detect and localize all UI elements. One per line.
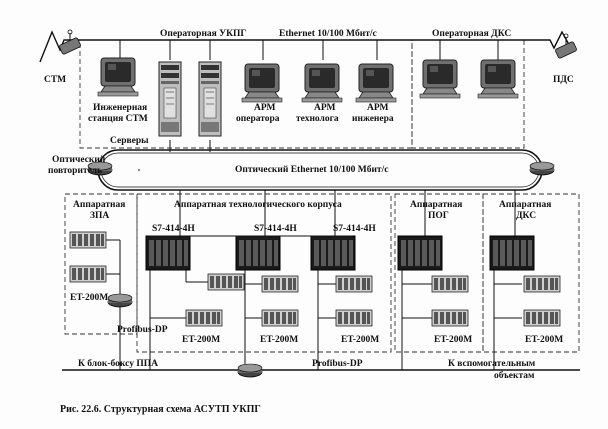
dks-room-label-2: ДКС (516, 211, 536, 221)
arm-technologist-monitor (301, 63, 343, 103)
operator-ukpg-label: Операторная УКПГ (160, 29, 246, 39)
et-zpa-label: ET-200M (70, 293, 108, 303)
zpa-devices (69, 231, 133, 370)
eng-station-label-1: Инженерная (93, 103, 147, 113)
arm-operator-label-2: оператора (236, 114, 280, 124)
tech-bus-lines (149, 235, 352, 319)
profibus-drops (149, 318, 495, 370)
profibus-zpa-label: Profibus-DP (117, 325, 168, 335)
arm-technologist-label-1: АРМ (314, 103, 335, 113)
arm-engineer-label-2: инженера (352, 114, 394, 124)
arm-operator-monitor (241, 63, 283, 103)
ethernet-backbone (39, 30, 573, 63)
to-block-box-label: К блок-боксу ППА (78, 358, 158, 369)
pog-room-label-2: ПОГ (428, 211, 449, 221)
arm-engineer-monitor (355, 63, 397, 103)
zpa-room (64, 193, 138, 335)
figure-caption: Рис. 22.6. Структурная схема АСУТП УКПГ (60, 404, 261, 415)
zpa-room-label-2: ЗПА (90, 211, 109, 221)
plc-2-label: S7-414-4H (254, 224, 297, 234)
profibus-hub (237, 363, 263, 378)
repeater-right (529, 161, 555, 176)
dks-monitor-2 (477, 59, 519, 99)
servers-label: Серверы (110, 136, 149, 146)
backbone-drops (119, 40, 499, 152)
zpa-room-label-1: Аппаратная (73, 200, 125, 210)
tech-et-modules (185, 273, 373, 327)
et-tech-2-label: ET-200M (260, 335, 298, 345)
aux-objects-label-2: объектам (494, 370, 535, 381)
dks-monitor-1 (419, 59, 461, 99)
repeater-label-2: повторитель (48, 166, 102, 176)
et-pog-label: ET-200M (434, 335, 472, 345)
arm-engineer-label-1: АРМ (367, 103, 388, 113)
ring-drops (179, 190, 516, 236)
profibus-label: Profibus-DP (312, 359, 363, 369)
eng-station-monitor (97, 57, 139, 97)
plc-3-label: S7-414-4H (333, 224, 376, 234)
arm-technologist-label-2: технолога (296, 114, 339, 124)
server-2 (198, 61, 222, 137)
repeater-label-1: Оптический (52, 154, 106, 165)
dks-room-label-1: Аппаратная (499, 200, 551, 210)
pds-terminal (554, 33, 578, 60)
dks-devices (489, 235, 561, 327)
pog-room (394, 193, 484, 353)
stm-label: СТМ (44, 75, 66, 85)
aux-objects-label-1: К вспомогательным (448, 359, 536, 369)
et-tech-3-label: ET-200M (341, 335, 379, 345)
tech-corpus-label: Аппаратная технологического корпуса (174, 200, 342, 210)
dks-room (482, 193, 580, 353)
operator-dks-label: Операторная ДКС (432, 29, 511, 39)
server-1 (158, 61, 182, 137)
optical-ethernet-label: Оптический Ethernet 10/100 Мбит/с (235, 164, 388, 175)
et-tech-1-label: ET-200M (182, 335, 220, 345)
plc-1-label: S7-414-4H (152, 224, 195, 234)
arm-operator-label-1: АРМ (254, 103, 275, 113)
tech-corpus-room (136, 193, 392, 353)
pog-devices (397, 235, 469, 327)
eng-station-label-2: станция СТМ (88, 114, 148, 124)
pds-label: ПДС (553, 75, 574, 85)
tech-plcs (145, 235, 356, 271)
et-dks-label: ET-200M (525, 335, 563, 345)
pog-room-label-1: Аппаратная (410, 200, 462, 210)
stm-terminal (58, 29, 82, 56)
ethernet-label: Ethernet 10/100 Мбит/с (279, 28, 377, 39)
